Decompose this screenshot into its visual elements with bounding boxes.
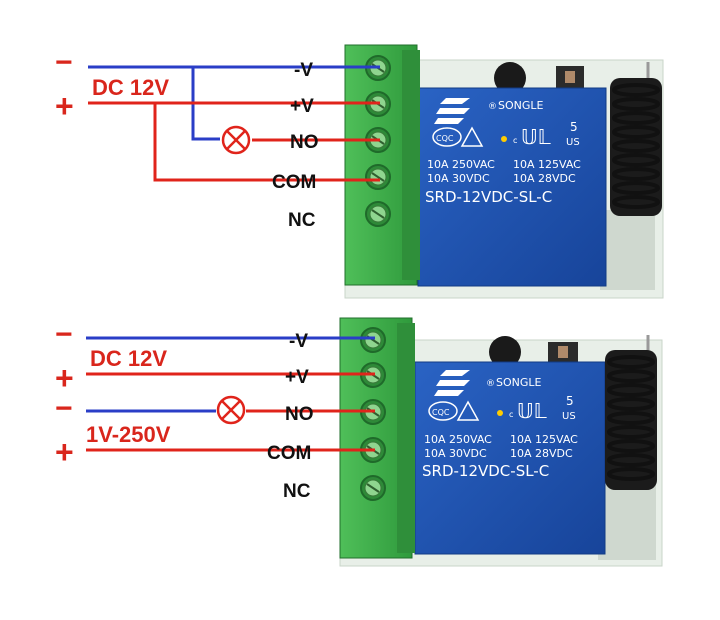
relay-module-1: SONGLE ® CQC c 𝕌𝕃 5 US 10A 250VAC 10A 12… bbox=[344, 44, 664, 299]
terminal-label-neg-v: -V bbox=[289, 331, 308, 352]
com-wire bbox=[153, 103, 380, 182]
svg-text:c: c bbox=[509, 410, 513, 419]
ul-cert-icon: 𝕌𝕃 bbox=[517, 399, 547, 423]
pcb-components bbox=[598, 480, 656, 560]
svg-text:®: ® bbox=[488, 102, 497, 112]
rating-2: 10A 125VAC bbox=[510, 433, 578, 446]
capacitor bbox=[489, 336, 521, 368]
terminal-label-com: COM bbox=[272, 172, 316, 193]
svg-text:CQC: CQC bbox=[436, 134, 454, 143]
neg-branch-wire bbox=[191, 67, 220, 141]
relay-logo-icon bbox=[434, 98, 470, 124]
antenna-coil bbox=[610, 62, 662, 216]
supply-label: DC 12V bbox=[90, 346, 167, 371]
lamp-x-icon bbox=[216, 395, 246, 425]
capacitor bbox=[494, 62, 526, 94]
pcb-components bbox=[600, 210, 655, 290]
relay-body bbox=[417, 87, 607, 287]
ul-cert-icon: 𝕌𝕃 bbox=[521, 125, 551, 149]
warning-triangle-icon bbox=[456, 400, 480, 421]
status-dot bbox=[497, 410, 503, 416]
relay-model: SRD-12VDC-SL-C bbox=[425, 188, 552, 206]
wires-2 bbox=[86, 336, 375, 452]
status-dot bbox=[501, 136, 507, 142]
supply-label: DC 12V bbox=[92, 75, 169, 100]
rating-4: 10A 28VDC bbox=[513, 172, 576, 185]
terminal-label-nc: NC bbox=[283, 481, 311, 502]
terminal-label-pos-v: +V bbox=[285, 367, 309, 388]
relay-logo-icon bbox=[434, 370, 470, 396]
rating-2: 10A 125VAC bbox=[513, 158, 581, 171]
svg-text:®: ® bbox=[486, 379, 495, 389]
lamp-x-icon bbox=[221, 125, 251, 155]
svg-text:US: US bbox=[566, 137, 580, 148]
plus-sign: + bbox=[55, 360, 74, 396]
plus-sign-load: + bbox=[55, 434, 74, 470]
minus-sign-load: − bbox=[55, 392, 73, 425]
svg-text:US: US bbox=[562, 411, 576, 422]
warning-triangle-icon bbox=[460, 126, 484, 147]
svg-text:c: c bbox=[513, 136, 517, 145]
relay-model: SRD-12VDC-SL-C bbox=[422, 462, 549, 480]
svg-text:CQC: CQC bbox=[432, 408, 450, 417]
cqc-cert-icon: CQC bbox=[428, 401, 458, 421]
rating-4: 10A 28VDC bbox=[510, 447, 573, 460]
plus-sign: + bbox=[55, 88, 74, 124]
cqc-cert-icon: CQC bbox=[432, 127, 462, 147]
relay-module-2: SONGLE ® CQC c 𝕌𝕃 5 US 10A 250VAC 10A 12… bbox=[339, 317, 663, 567]
svg-text:5: 5 bbox=[566, 394, 574, 408]
load-voltage-label: 1V-250V bbox=[86, 422, 171, 447]
relay-brand: SONGLE bbox=[496, 376, 542, 389]
antenna-coil bbox=[605, 335, 657, 490]
minus-sign: − bbox=[55, 318, 73, 351]
terminal-label-no: NO bbox=[285, 404, 314, 425]
terminal-label-nc: NC bbox=[288, 210, 316, 231]
svg-text:5: 5 bbox=[570, 120, 578, 134]
terminal-label-no: NO bbox=[290, 132, 319, 153]
terminal-label-com: COM bbox=[267, 443, 311, 464]
rating-1: 10A 250VAC bbox=[427, 158, 495, 171]
minus-sign: − bbox=[55, 46, 73, 79]
rating-3: 10A 30VDC bbox=[427, 172, 490, 185]
rating-3: 10A 30VDC bbox=[424, 447, 487, 460]
terminal-label-neg-v: -V bbox=[294, 60, 313, 81]
rating-1: 10A 250VAC bbox=[424, 433, 492, 446]
terminal-label-pos-v: +V bbox=[290, 96, 314, 117]
wires-1 bbox=[88, 65, 380, 182]
relay-brand: SONGLE bbox=[498, 99, 544, 112]
